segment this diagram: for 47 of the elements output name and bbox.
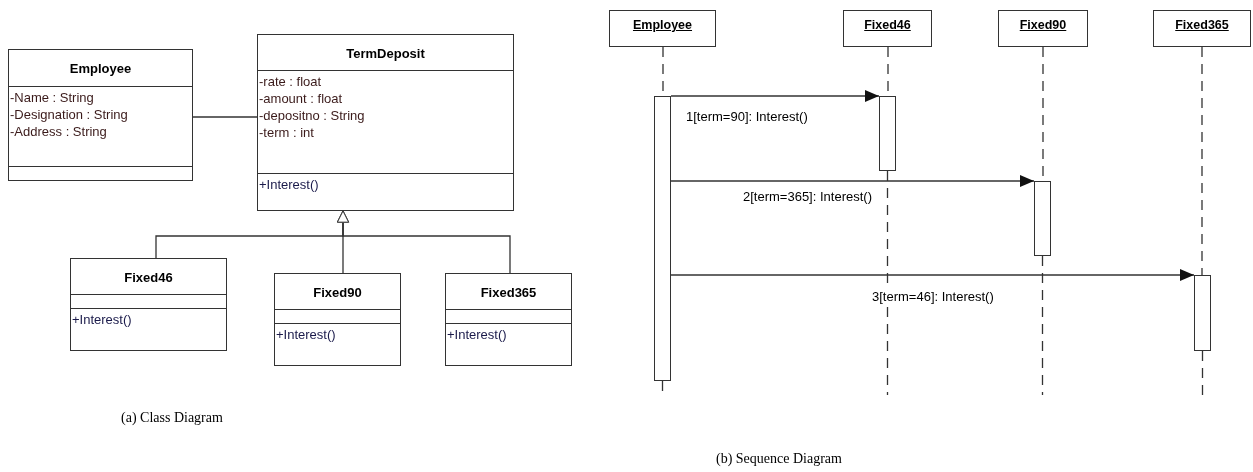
class-name: TermDeposit — [345, 45, 426, 61]
class-name: Fixed365 — [479, 284, 538, 300]
object-box — [1153, 10, 1251, 47]
lifeline — [1041, 255, 1044, 396]
object-name: Fixed365 — [1175, 18, 1229, 32]
class-name: Fixed46 — [123, 269, 174, 285]
lifeline — [886, 170, 889, 396]
attribute-text: -depositno : String — [259, 107, 365, 124]
message-arrow — [670, 175, 1035, 187]
message-label: 2[term=365]: Interest() — [742, 189, 873, 204]
association-line — [192, 116, 258, 118]
attribute-text: -rate : float — [259, 73, 322, 90]
diagram-caption: (b) Sequence Diagram — [716, 451, 842, 467]
object-box — [843, 10, 932, 47]
attribute-text: -Address : String — [10, 123, 107, 140]
diagram-caption: (a) Class Diagram — [121, 410, 223, 426]
message-label: 3[term=46]: Interest() — [871, 289, 995, 304]
class-box — [445, 273, 572, 366]
class-box — [257, 34, 514, 211]
operation-text: +Interest() — [276, 326, 336, 343]
operation-text: +Interest() — [447, 326, 507, 343]
operation-text: +Interest() — [72, 311, 132, 328]
lifeline — [1201, 350, 1204, 396]
generalization-arrow — [336, 210, 511, 274]
attribute-text: -term : int — [259, 124, 314, 141]
activation-bar — [879, 96, 896, 171]
object-box — [609, 10, 716, 47]
message-label: 1[term=90]: Interest() — [685, 109, 809, 124]
object-box — [998, 10, 1088, 47]
class-box — [70, 258, 227, 351]
message-arrow — [670, 90, 880, 102]
class-box — [8, 49, 193, 181]
object-name: Fixed46 — [864, 18, 911, 32]
activation-bar — [1034, 181, 1051, 256]
object-name: Fixed90 — [1019, 18, 1067, 32]
object-name: Employee — [632, 18, 693, 32]
class-name: Fixed90 — [312, 284, 363, 300]
class-name: Employee — [68, 60, 133, 76]
attribute-text: -Name : String — [10, 89, 94, 106]
message-arrow — [670, 269, 1195, 281]
operation-text: +Interest() — [259, 176, 319, 193]
lifeline — [1201, 46, 1203, 276]
activation-bar — [654, 96, 671, 381]
activation-bar — [1194, 275, 1211, 351]
class-box — [274, 273, 401, 366]
attribute-text: -amount : float — [259, 90, 343, 107]
attribute-text: -Designation : String — [10, 106, 128, 123]
